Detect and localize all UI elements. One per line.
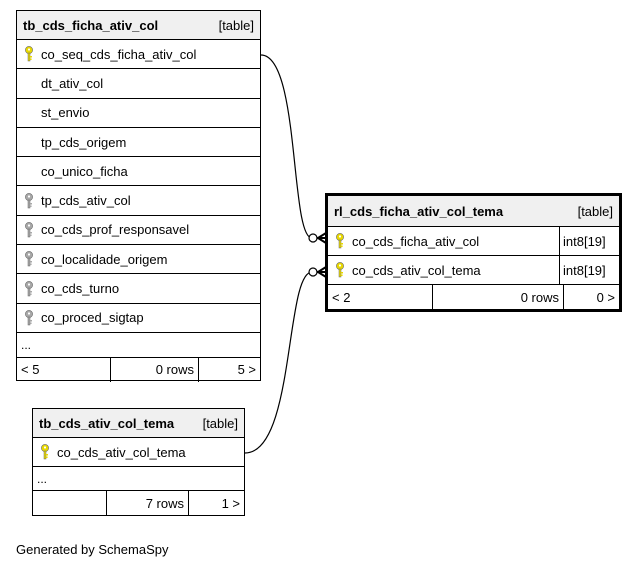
table-header: rl_cds_ficha_ativ_col_tema [table]	[328, 196, 619, 227]
primary-key-icon	[328, 233, 352, 249]
column-name: co_cds_ativ_col_tema	[57, 444, 186, 460]
foreign-key-icon	[17, 251, 41, 267]
generated-by-footer: Generated by SchemaSpy	[16, 542, 169, 557]
relationship-optional-marker	[308, 267, 318, 277]
table-footer: < 5 0 rows 5 >	[17, 357, 260, 382]
primary-key-icon	[33, 444, 57, 460]
children-link[interactable]: 0 >	[596, 290, 615, 305]
column-name: co_cds_turno	[41, 281, 120, 297]
more-columns-ellipsis: ...	[33, 467, 244, 491]
column-row[interactable]: co_unico_ficha	[17, 157, 260, 187]
column-name: co_cds_ficha_ativ_col	[352, 227, 560, 255]
column-name: dt_ativ_col	[41, 75, 104, 91]
row-count: 0 rows	[111, 357, 199, 382]
column-name: co_unico_ficha	[41, 163, 128, 179]
more-columns-ellipsis: ...	[17, 333, 260, 358]
relationship-line-ficha	[260, 54, 313, 239]
column-name: co_localidade_origem	[41, 251, 168, 267]
column-row[interactable]: tp_cds_origem	[17, 128, 260, 158]
foreign-key-icon	[17, 309, 41, 326]
column-datatype: int8[19]	[563, 262, 606, 278]
foreign-key-icon	[17, 280, 41, 297]
column-row[interactable]: tp_cds_ativ_col	[17, 186, 260, 216]
column-row[interactable]: st_envio	[17, 99, 260, 128]
parents-link[interactable]: < 5	[17, 357, 111, 382]
primary-key-icon	[328, 262, 352, 278]
column-name: tp_cds_ativ_col	[41, 193, 131, 209]
primary-key-icon	[17, 46, 41, 62]
children-link[interactable]: 1 >	[221, 495, 240, 511]
column-name: st_envio	[41, 105, 90, 121]
table-type: [table]	[577, 203, 613, 219]
column-datatype: int8[19]	[563, 233, 606, 249]
table-tb-cds-ativ-col-tema[interactable]: tb_cds_ativ_col_tema [table] co_cds_ativ…	[32, 408, 245, 516]
column-row[interactable]: co_proced_sigtap	[17, 304, 260, 333]
table-rl-cds-ficha-ativ-col-tema[interactable]: rl_cds_ficha_ativ_col_tema [table] co_cd…	[325, 193, 622, 312]
table-name[interactable]: tb_cds_ativ_col_tema	[39, 415, 175, 431]
column-row[interactable]: dt_ativ_col	[17, 69, 260, 99]
foreign-key-icon	[17, 222, 41, 238]
table-type: [table]	[218, 17, 254, 33]
table-footer: 7 rows 1 >	[33, 491, 244, 515]
table-type: [table]	[202, 415, 238, 431]
column-name: co_proced_sigtap	[41, 310, 144, 326]
column-row[interactable]: co_cds_ativ_col_tema	[33, 438, 244, 467]
column-row[interactable]: co_seq_cds_ficha_ativ_col	[17, 40, 260, 70]
table-footer: < 2 0 rows 0 >	[328, 285, 619, 310]
relationship-optional-marker	[308, 233, 318, 243]
column-row[interactable]: co_localidade_origem	[17, 245, 260, 275]
table-name[interactable]: rl_cds_ficha_ativ_col_tema	[334, 203, 504, 219]
parents-link[interactable]: < 2	[328, 285, 433, 310]
table-name[interactable]: tb_cds_ficha_ativ_col	[23, 17, 159, 33]
column-name: co_seq_cds_ficha_ativ_col	[41, 46, 197, 62]
column-name: tp_cds_origem	[41, 134, 127, 150]
table-header: tb_cds_ativ_col_tema [table]	[33, 409, 244, 438]
column-row[interactable]: co_cds_prof_responsavel	[17, 216, 260, 246]
row-count: 0 rows	[433, 285, 564, 310]
foreign-key-icon	[17, 192, 41, 209]
table-tb-cds-ficha-ativ-col[interactable]: tb_cds_ficha_ativ_col [table] co_seq_cds…	[16, 10, 261, 382]
children-link[interactable]: 5 >	[237, 362, 256, 378]
table-header: tb_cds_ficha_ativ_col [table]	[17, 11, 260, 40]
row-count: 7 rows	[107, 491, 189, 515]
column-name: co_cds_prof_responsavel	[41, 222, 190, 238]
column-row[interactable]: co_cds_turno	[17, 274, 260, 304]
column-name: co_cds_ativ_col_tema	[352, 256, 560, 284]
parents-link[interactable]	[33, 491, 107, 515]
